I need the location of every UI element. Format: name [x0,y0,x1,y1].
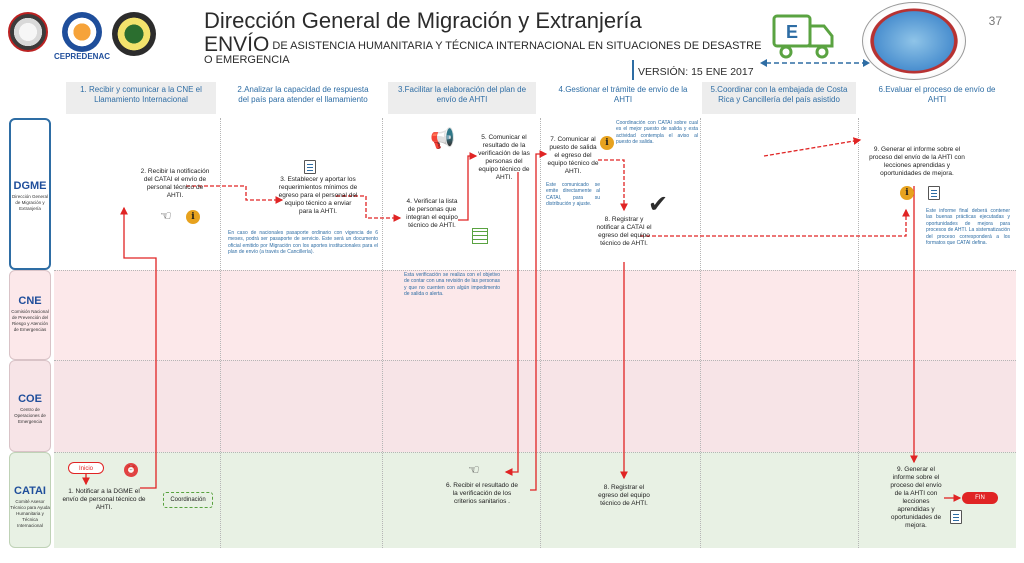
cepredenac-logo-text: CEPREDENAC [53,52,110,61]
note-step-3: En caso de nacionales pasaporte ordinari… [228,230,378,256]
column-header-1: 1. Recibir y comunicar a la CNE el Llama… [66,82,216,114]
step-4-verify-list: 4. Verificar la lista de personas que in… [406,198,458,229]
step-6-receive-sanitary-result: 6. Recibir el resultado de la verificaci… [446,482,518,505]
lane-full-name: Comisión Nacional de Prevención del Ries… [11,309,49,332]
export-truck-icon: E [772,14,834,59]
column-header-6: 6.Evaluar el proceso de envío de AHTI [878,85,996,104]
lane-abbr: COE [18,393,42,405]
lane-cne [54,270,1016,360]
step-8-register-exit: 8. Registrar el egreso del equipo técnic… [598,484,650,507]
version-divider [632,60,634,80]
page-title: Dirección General de Migración y Extranj… [204,8,642,33]
document-icon [950,510,962,524]
lane-abbr: CATAI [14,485,46,497]
column-header-2: 2.Analizar la capacidad de respuesta del… [237,85,369,104]
cepredenac-logo [62,12,102,52]
end-marker: FIN [962,492,998,504]
page-subtitle: ENVÍO DE ASISTENCIA HUMANITARIA Y TÉCNIC… [204,34,764,67]
catai-globe-logo [862,2,966,80]
note-step-7-coordination: Coordinación con CATAI sobre cual es el … [616,120,698,146]
lane-abbr: CNE [18,295,42,307]
alarm-icon: ⏰ [124,463,138,477]
info-icon: i [900,186,914,200]
handover-icon: ☜ [468,462,480,477]
dgme-seal-logo [8,12,48,52]
lane-label-coe: COE Centro de Operaciones de Emergencia [9,360,51,452]
column-divider [220,118,221,548]
column-divider [540,118,541,548]
column-divider [382,118,383,548]
step-2-receive-notification: 2. Recibir la notificación del CATAI el … [140,168,210,199]
lane-label-dgme: DGME Dirección General de Migración y Ex… [9,118,51,270]
lane-label-cne: CNE Comisión Nacional de Prevención del … [9,270,51,360]
truck-letter: E [786,22,798,42]
column-header-4: 4.Gestionar el trámite de envío de la AH… [558,85,688,104]
step-3-set-requirements: 3. Establecer y aportar los requerimient… [278,176,358,215]
info-icon: i [186,210,200,224]
column-divider [700,118,701,548]
column-divider [858,118,859,548]
step-9-generate-report-dgme: 9. Generar el informe sobre el proceso d… [869,146,965,177]
step-5-communicate-result: 5. Comunicar el resultado de la verifica… [478,134,530,181]
subtitle-lead: ENVÍO [204,33,270,56]
note-step-7-communique: Este comunicado se emite directamente al… [546,182,600,208]
lane-divider [54,270,1016,271]
calendar-icon [472,228,488,244]
cne-seal-logo [112,12,156,56]
lane-divider [54,360,1016,361]
lane-divider [54,452,1016,453]
column-header-3: 3.Facilitar la elaboración del plan de e… [388,82,536,114]
note-step-9: Este informe final deberá contener las b… [926,208,1010,247]
lane-full-name: Comité Asesor Técnico para Ayuda Humanit… [10,499,50,528]
lane-coe [54,360,1016,452]
note-step-4: Esta verificación se realiza con el obje… [404,272,500,298]
info-icon: i [600,136,614,150]
step-8-register-notify: 8. Registrar y notificar a CATAI el egre… [596,216,652,247]
lane-full-name: Dirección General de Migración y Extranj… [11,194,48,211]
check-icon: ✔ [648,191,669,218]
document-icon [304,160,316,174]
handover-icon: ☜ [160,208,172,223]
column-header-5: 5.Coordinar con la embajada de Costa Ric… [702,82,856,114]
version-label: VERSIÓN: 15 ENE 2017 [638,66,754,78]
lane-abbr: DGME [13,180,47,192]
step-7-communicate-exit-post: 7. Comunicar al puesto de salida el egre… [547,136,599,175]
step-9-generate-report-catai: 9. Generar el informe sobre el proceso d… [890,466,942,529]
start-marker: Inicio [68,462,104,474]
subtitle-rest: DE ASISTENCIA HUMANITARIA Y TÉCNICA INTE… [204,40,762,66]
page-number: 37 [988,14,1002,28]
document-icon [928,186,940,200]
megaphone-icon: 📢 [430,128,455,150]
coordination-legend: Coordinación [163,492,213,508]
lane-full-name: Centro de Operaciones de Emergencia [14,407,46,424]
step-1-notify-dgme: 1. Notificar a la DGME el envío de perso… [62,488,146,511]
swap-arrow-icon [760,59,870,67]
lane-label-catai: CATAI Comité Asesor Técnico para Ayuda H… [9,452,51,548]
